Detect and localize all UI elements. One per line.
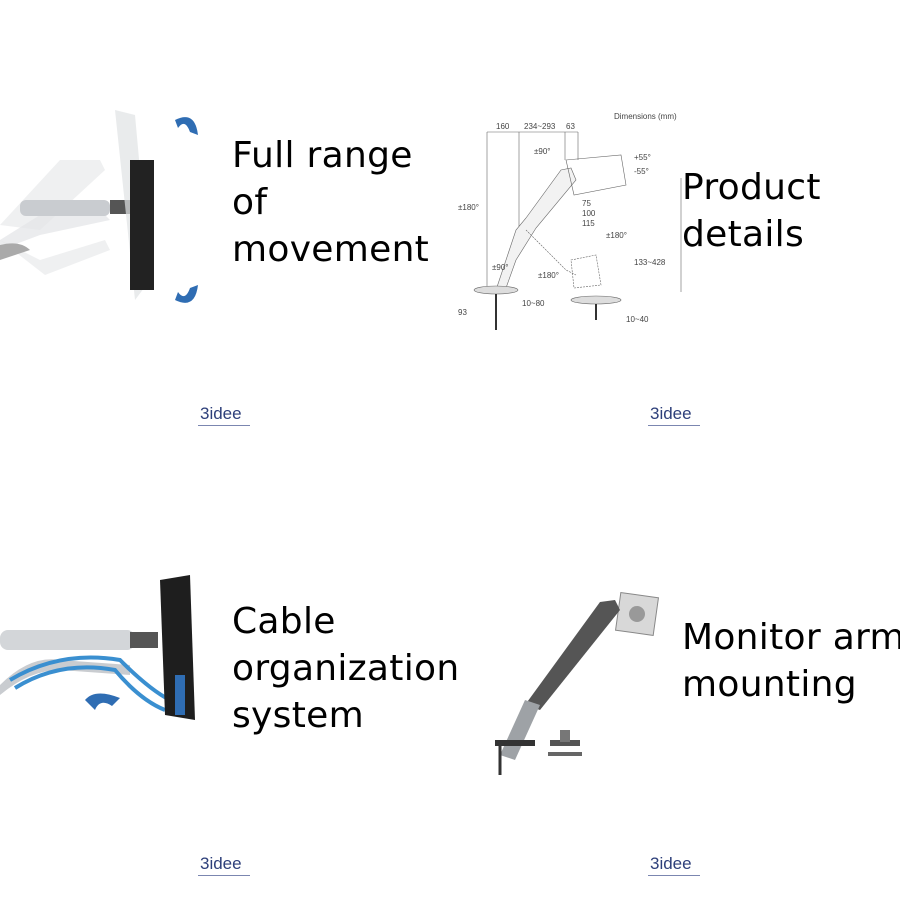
logo-text: 3idee	[200, 404, 242, 423]
monitor-arm-movement-image	[0, 110, 198, 303]
dimension-label: -55°	[634, 167, 649, 176]
dimension-label: ±180°	[538, 271, 559, 280]
caption: Full range of movement	[232, 132, 429, 273]
caption: Cable organization system	[232, 598, 459, 739]
caption-line: of	[232, 182, 268, 223]
caption-line: Monitor arm	[682, 617, 900, 658]
logo-text: 3idee	[200, 854, 242, 873]
panel-full-range-of-movement: Full range of movement 3idee	[0, 0, 450, 450]
dimension-label: 93	[458, 308, 467, 317]
dimensions-diagram: Dimensions (mm) 160 234~293 63 ±90° +55°…	[458, 112, 682, 330]
caption-line: Cable	[232, 601, 336, 642]
dimension-label: ±90°	[492, 263, 509, 272]
dimension-label: 133~428	[634, 258, 666, 267]
dimension-label: 10~80	[522, 299, 545, 308]
rotate-down-arrow-icon	[175, 285, 198, 303]
caption-line: Product	[682, 167, 821, 208]
caption-line: Full range	[232, 135, 413, 176]
dimension-label: 63	[566, 122, 575, 131]
caption-line: mounting	[682, 664, 857, 705]
rotate-up-arrow-icon	[175, 117, 198, 135]
diagram-title: Dimensions (mm)	[614, 112, 677, 121]
caption-line: movement	[232, 229, 430, 270]
caption-line: organization	[232, 648, 460, 689]
caption-line: details	[682, 214, 805, 255]
dimension-label: 100	[582, 209, 596, 218]
caption-line: system	[232, 695, 364, 736]
dimension-label: 234~293	[524, 122, 556, 131]
dimension-label: 115	[582, 219, 595, 228]
dimension-label: 75	[582, 199, 591, 208]
3idee-logo: 3idee	[196, 404, 256, 430]
monitor-arm-product-image	[495, 591, 660, 775]
dimension-label: +55°	[634, 153, 651, 162]
dimension-label: ±180°	[458, 203, 479, 212]
caption: Monitor arm mounting	[682, 614, 900, 708]
3idee-logo: 3idee	[196, 854, 256, 880]
dimension-label: ±90°	[534, 147, 551, 156]
panel-product-details: Dimensions (mm) 160 234~293 63 ±90° +55°…	[450, 0, 900, 450]
3idee-logo: 3idee	[646, 854, 706, 880]
logo-text: 3idee	[650, 404, 692, 423]
dimension-label: 160	[496, 122, 510, 131]
dimension-label: 10~40	[626, 315, 649, 324]
panel-monitor-arm-mounting: Monitor arm mounting 3idee	[450, 450, 900, 900]
caption: Product details	[682, 164, 821, 258]
rotate-arrow-icon	[85, 693, 120, 710]
3idee-logo: 3idee	[646, 404, 706, 430]
panel-cable-organization: Cable organization system 3idee	[0, 450, 459, 900]
logo-text: 3idee	[650, 854, 692, 873]
dimension-label: ±180°	[606, 231, 627, 240]
cable-organization-image	[0, 575, 195, 720]
